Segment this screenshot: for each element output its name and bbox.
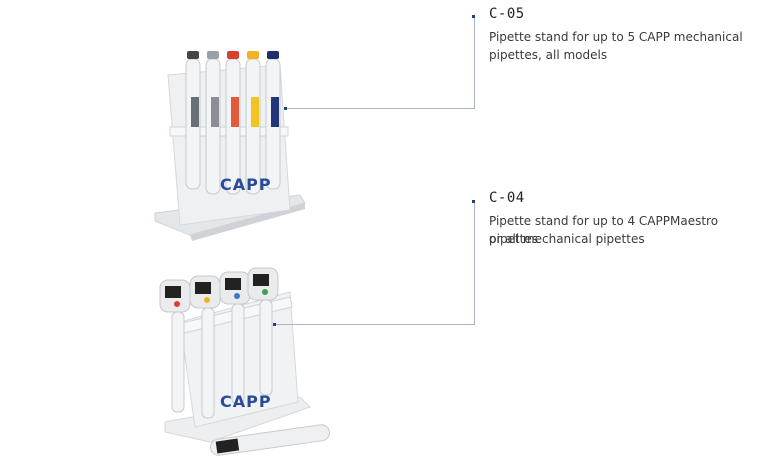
c04-marker-dot <box>472 200 475 203</box>
c05-connector-vertical <box>474 18 475 108</box>
c05-description-line-1: Pipette stand for up to 5 CAPP mechanica… <box>489 30 743 44</box>
c05-marker-dot <box>472 15 475 18</box>
c04-description-line-1: Pipette stand for up to 4 CAPPMaestro pi… <box>489 214 719 246</box>
brand-logo: CAPP <box>220 175 272 194</box>
c04-code: C-04 <box>489 190 525 206</box>
c05-description-line-2: pipettes, all models <box>489 48 608 62</box>
brand-logo: CAPP <box>220 392 272 411</box>
c05-code: C-05 <box>489 6 525 22</box>
c04-connector-horizontal <box>274 324 475 325</box>
product-image-c05: CAPP <box>150 45 310 245</box>
c04-connector-vertical <box>474 203 475 324</box>
c05-connector-end-dot <box>284 107 287 110</box>
c04-description-line-2: or all mechanical pipettes <box>489 232 645 246</box>
product-image-c04: CAPP <box>150 262 340 467</box>
c04-connector-end-dot <box>273 323 276 326</box>
c05-connector-horizontal <box>285 108 475 109</box>
